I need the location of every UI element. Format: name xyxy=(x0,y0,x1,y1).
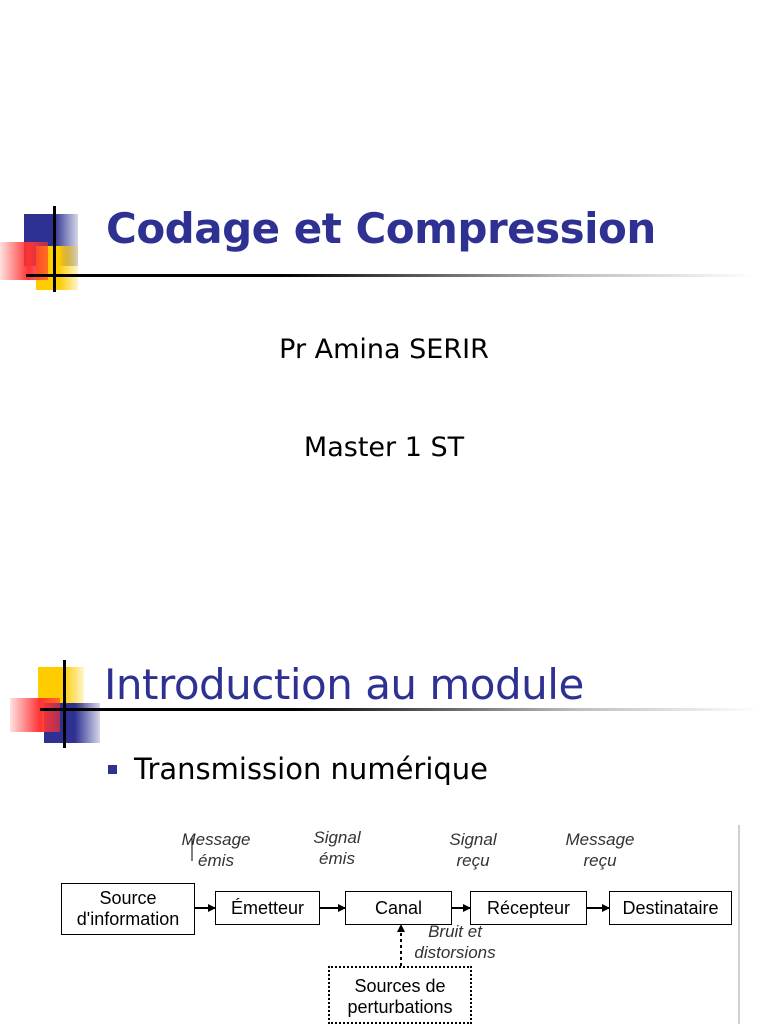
deco-red-square xyxy=(10,698,60,732)
title-underline xyxy=(26,274,756,277)
course-level: Master 1 ST xyxy=(303,432,465,463)
diagram-arrows xyxy=(191,837,610,966)
box-emetteur: Émetteur xyxy=(215,891,320,925)
box-destinataire-label: Destinataire xyxy=(622,897,719,918)
box-perturbations-line2: perturbations xyxy=(347,996,453,1017)
box-emetteur-label: Émetteur xyxy=(230,897,305,918)
box-recepteur-label: Récepteur xyxy=(486,897,571,918)
label-signal-recu: Signal reçu xyxy=(428,829,518,872)
label-message-recu-line2: reçu xyxy=(583,851,617,871)
slide2-title: Introduction au module xyxy=(104,660,584,709)
box-source-line1: Source xyxy=(99,888,157,909)
bullet-item: Transmission numérique xyxy=(108,752,488,786)
box-source-line2: d'information xyxy=(76,909,180,929)
label-message-emis-line2: émis xyxy=(198,851,234,871)
box-destinataire: Destinataire xyxy=(609,891,732,925)
deco-vertical-line xyxy=(53,206,56,292)
bullet-text: Transmission numérique xyxy=(134,752,489,786)
bullet-square-icon xyxy=(108,764,117,774)
box-canal: Canal xyxy=(345,891,452,925)
transmission-diagram: Source d'information Émetteur Canal Réce… xyxy=(55,825,745,1024)
label-signal-emis: Signal émis xyxy=(292,827,382,870)
box-perturbations: Sources de perturbations xyxy=(328,966,472,1024)
panel-edge xyxy=(738,825,740,1024)
label-bruit-line2: distorsions xyxy=(414,943,496,963)
label-bruit-line1: Bruit et xyxy=(428,922,482,941)
label-message-emis-line1: Message xyxy=(181,830,251,849)
intro-slide: Introduction au module Transmission numé… xyxy=(0,590,768,1024)
author-name: Pr Amina SERIR xyxy=(279,334,489,365)
deco-vertical-line xyxy=(63,660,66,748)
box-recepteur: Récepteur xyxy=(470,891,587,925)
label-message-emis: Message émis xyxy=(171,829,261,872)
box-canal-label: Canal xyxy=(374,897,423,918)
label-signal-recu-line1: Signal xyxy=(449,830,497,849)
label-bruit: Bruit et distorsions xyxy=(405,921,505,964)
label-message-recu: Message reçu xyxy=(555,829,645,872)
label-signal-emis-line2: émis xyxy=(319,849,355,869)
slide1-title: Codage et Compression xyxy=(106,204,656,253)
label-signal-recu-line2: reçu xyxy=(456,851,490,871)
title-underline xyxy=(40,708,760,711)
label-message-recu-line1: Message xyxy=(565,830,635,849)
box-source: Source d'information xyxy=(61,883,195,935)
label-signal-emis-line1: Signal xyxy=(313,828,361,847)
title-slide: Codage et Compression Pr Amina SERIR Mas… xyxy=(0,204,756,463)
box-perturbations-line1: Sources de xyxy=(354,976,446,996)
deco-red-square xyxy=(0,242,48,280)
